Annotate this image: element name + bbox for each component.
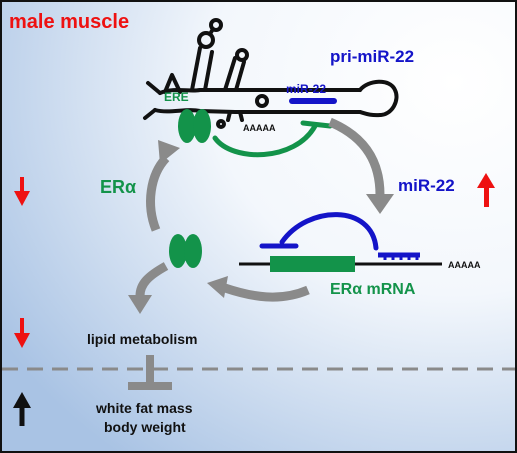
mir22-hairpin-label: miR-22	[286, 82, 326, 96]
processing-arrow	[328, 117, 394, 214]
era-dimer-free	[169, 234, 202, 268]
ere-label: ERE	[164, 90, 189, 104]
era-down-arrow-icon	[14, 177, 30, 206]
mir22-inhibition-arc	[259, 212, 379, 251]
mir22-label: miR-22	[398, 176, 455, 195]
pri-mir22-hairpin	[143, 18, 399, 129]
binding-arrow	[146, 140, 180, 232]
era-mrna	[239, 252, 442, 272]
mir22-up-arrow-icon	[477, 173, 495, 207]
polya-mrna-label: AAAAA	[448, 260, 481, 270]
translation-arrow	[207, 276, 310, 302]
pri-mir22-label: pri-miR-22	[330, 47, 414, 66]
lipid-down-arrow-icon	[14, 318, 30, 348]
figure-title: male muscle	[9, 11, 129, 33]
era-mrna-label: ERα mRNA	[330, 281, 416, 298]
era-dimer-bound	[178, 109, 211, 143]
era-label: ERα	[100, 177, 136, 197]
body-weight-label: body weight	[104, 419, 186, 435]
white-fat-label: white fat mass	[95, 400, 193, 416]
polya-top-label: AAAAA	[243, 123, 276, 133]
era-inhibition-arc	[212, 120, 333, 158]
fat-up-arrow-icon	[13, 392, 31, 426]
era-lipid-arrow	[128, 262, 169, 314]
lipid-inhibition-bar	[128, 355, 172, 390]
lipid-metabolism-label: lipid metabolism	[87, 331, 197, 347]
